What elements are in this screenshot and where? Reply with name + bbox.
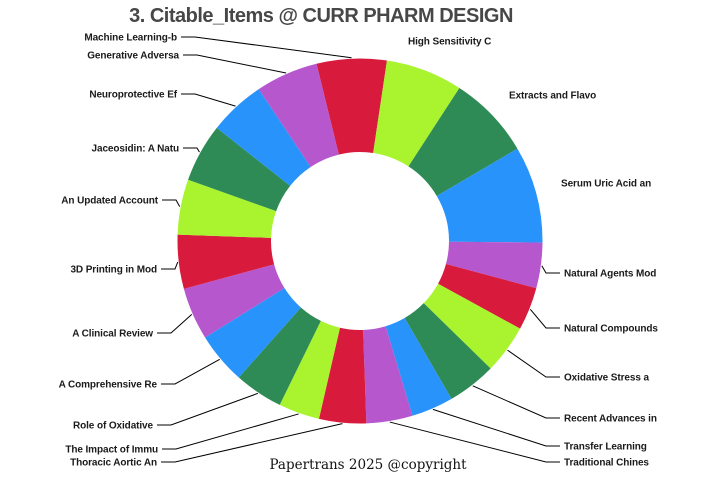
slice-label-natural-agents-mod: Natural Agents Mod	[564, 269, 656, 280]
pie-slice-thoracic-aortic-an[interactable]	[318, 327, 367, 424]
pie-slice-traditional-chines[interactable]	[363, 326, 413, 424]
slice-label-a-comprehensive-re: A Comprehensive Re	[59, 380, 158, 391]
slice-label-jaceosidin-a-natu: Jaceosidin: A Natu	[92, 144, 179, 155]
pie-slice-high-sensitivity-c[interactable]	[373, 60, 460, 167]
pie-slice-role-of-oxidative[interactable]	[238, 307, 321, 405]
slice-label-natural-compounds: Natural Compounds	[564, 324, 658, 335]
slice-label-a-clinical-review: A Clinical Review	[72, 329, 153, 340]
slice-label-transfer-learning: Transfer Learning	[564, 442, 647, 453]
slice-label-extracts-and-flavo: Extracts and Flavo	[509, 91, 596, 102]
leader-line-natural-compounds	[529, 308, 560, 329]
leader-line-neuroprotective-ef	[181, 93, 236, 107]
leader-line-machine-learning-b	[181, 36, 352, 59]
pie-slice-natural-compounds[interactable]	[438, 264, 537, 329]
leader-line-a-clinical-review	[157, 313, 193, 334]
slice-label-thoracic-aortic-an: Thoracic Aortic An	[70, 458, 157, 469]
slice-label-the-impact-of-immu: The Impact of Immu	[65, 445, 158, 456]
leader-line-natural-agents-mod	[541, 265, 560, 274]
leader-line-the-impact-of-immu	[162, 413, 299, 450]
pie-slice-machine-learning-b[interactable]	[316, 58, 387, 155]
slice-label-an-updated-account: An Updated Account	[61, 196, 158, 207]
leader-line-transfer-learning	[432, 408, 560, 447]
pie-slice-extracts-and-flavo[interactable]	[408, 87, 518, 196]
pie-slice-oxidative-stress-a[interactable]	[423, 283, 521, 369]
leader-line-recent-advances-in	[472, 385, 560, 419]
pie-slice-neuroprotective-ef[interactable]	[216, 89, 311, 186]
slice-label-generative-adversa: Generative Adversa	[87, 51, 179, 62]
slice-label-traditional-chines: Traditional Chines	[564, 458, 649, 469]
slice-label-neuroprotective-ef: Neuroprotective Ef	[89, 90, 177, 101]
pie-slice-generative-adversa[interactable]	[258, 63, 339, 167]
pie-slice-3d-printing-in-mod[interactable]	[177, 234, 275, 289]
chart-title: 3. Citable_Items @ CURR PHARM DESIGN	[129, 5, 513, 27]
slice-label-role-of-oxidative: Role of Oxidative	[73, 421, 154, 432]
pie-slice-an-updated-account[interactable]	[177, 179, 277, 238]
slice-label-machine-learning-b: Machine Learning-b	[84, 33, 177, 44]
leader-line-generative-adversa	[183, 54, 287, 74]
leader-line-thoracic-aortic-an	[161, 423, 343, 463]
pie-slice-recent-advances-in[interactable]	[404, 303, 491, 399]
slice-label-recent-advances-in: Recent Advances in	[564, 414, 657, 425]
pie-slice-a-clinical-review[interactable]	[183, 264, 285, 338]
leader-line-a-comprehensive-re	[161, 358, 220, 385]
pie-slice-a-comprehensive-re[interactable]	[205, 288, 301, 378]
leader-line-3d-printing-in-mod	[161, 261, 179, 270]
slice-label-high-sensitivity-c: High Sensitivity C	[408, 37, 491, 48]
pie-slice-jaceosidin-a-natu[interactable]	[188, 127, 291, 212]
leader-line-oxidative-stress-a	[507, 349, 560, 378]
pie-slice-natural-agents-mod[interactable]	[445, 241, 543, 289]
leader-line-an-updated-account	[162, 199, 181, 207]
slice-label-3d-printing-in-mod: 3D Printing in Mod	[70, 265, 157, 276]
slice-label-oxidative-stress-a: Oxidative Stress a	[564, 373, 649, 384]
leader-line-traditional-chines	[389, 421, 560, 463]
pie-slice-serum-uric-acid-an[interactable]	[436, 148, 543, 243]
pie-slice-the-impact-of-immu[interactable]	[279, 320, 340, 419]
slice-label-serum-uric-acid-an: Serum Uric Acid an	[561, 179, 651, 190]
pie-slice-transfer-learning[interactable]	[385, 318, 452, 416]
leader-line-role-of-oxidative	[157, 392, 258, 426]
leader-line-jaceosidin-a-natu	[183, 147, 200, 153]
copyright-text: Papertrans 2025 @copyright	[269, 457, 467, 473]
